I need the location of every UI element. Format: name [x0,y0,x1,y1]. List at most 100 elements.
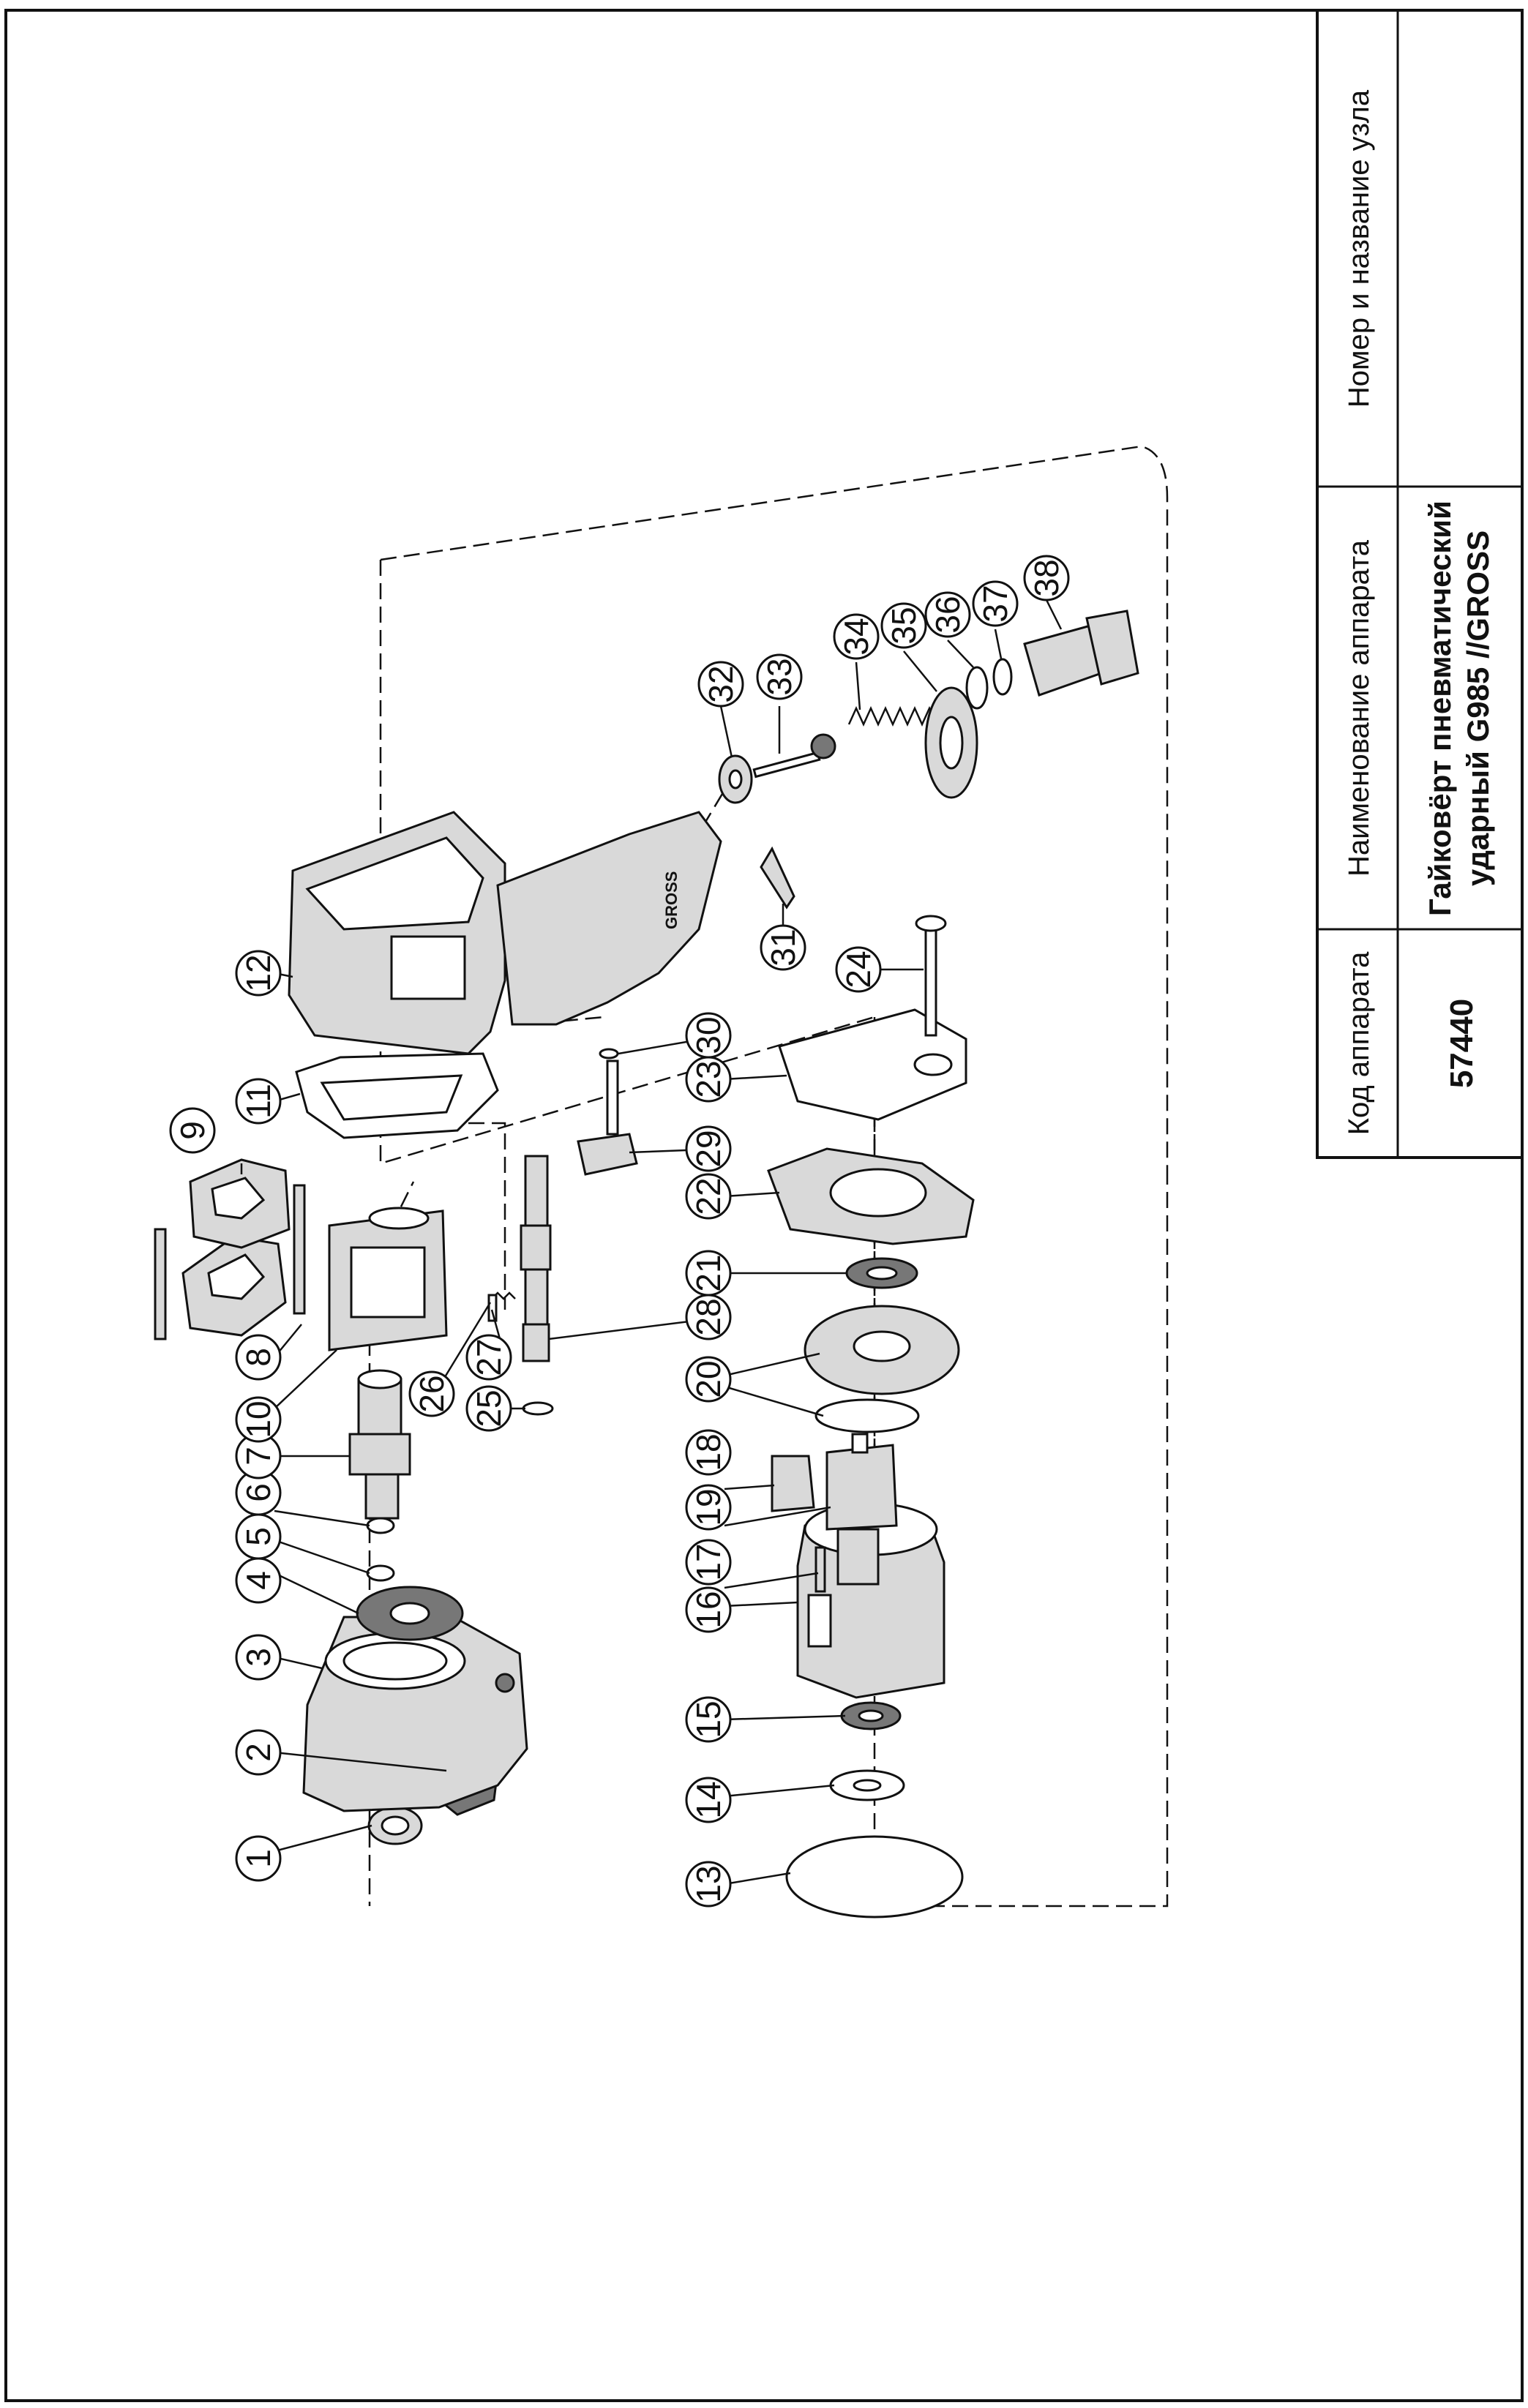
svg-text:5: 5 [239,1527,277,1546]
part-24-bolt [915,915,947,1037]
part-22-rear-gasket [767,1147,975,1245]
svg-text:35: 35 [885,607,923,644]
svg-text:14: 14 [689,1781,727,1818]
part-9-hammer [189,1158,291,1249]
part-12-motor-housing-handle: GROSS [288,811,722,1055]
part-37-oring [992,658,1013,696]
part-27-valve-stem [487,1294,498,1322]
part-28-reverse-valve [520,1155,552,1362]
callout-8: 8 [235,1334,282,1381]
callout-6: 6 [235,1469,282,1516]
part-3-front-housing [302,1616,528,1812]
svg-text:13: 13 [689,1865,727,1902]
part-30-oring [599,1048,619,1059]
svg-text:19: 19 [689,1488,727,1526]
svg-text:29: 29 [689,1130,727,1167]
svg-text:21: 21 [689,1254,727,1291]
part-10-hammer-cage [328,1207,448,1351]
callout-36: 36 [924,591,971,638]
title-col1-header: Код аппарата [1343,951,1375,1135]
sheet-border [4,9,1524,2402]
part-17-pin [814,1546,826,1593]
svg-text:28: 28 [689,1298,727,1335]
part-32-bushing [718,754,753,804]
callout-20: 20 [685,1356,732,1403]
part-33-valve-pin [752,751,821,779]
part-1-bushing [367,1806,423,1845]
callout-7: 7 [235,1433,282,1479]
callout-26: 26 [408,1370,455,1417]
svg-text:4: 4 [239,1571,277,1590]
callout-13: 13 [685,1861,732,1908]
svg-text:17: 17 [689,1543,727,1580]
svg-text:9: 9 [173,1121,211,1140]
part-11-gasket [295,1052,499,1139]
part-15-bearing [840,1701,902,1730]
svg-text:36: 36 [929,596,967,633]
part-20-end-plate [804,1305,960,1433]
callout-37: 37 [972,580,1019,627]
callout-21: 21 [685,1250,732,1297]
title-col3-header: Номер и название узла [1343,89,1375,408]
svg-text:26: 26 [413,1375,451,1412]
callout-33: 33 [756,653,803,700]
part-8-hammer [181,1235,287,1337]
title-col2-value-line2: ударный G985 //GROSS [1461,530,1495,886]
part-5-washer [366,1564,395,1582]
part-36-oring [965,666,989,710]
svg-text:31: 31 [764,929,802,966]
part-6-oring [366,1517,395,1534]
callout-14: 14 [685,1777,732,1823]
callout-24: 24 [835,946,882,993]
part-31-label-plate [760,846,795,909]
svg-text:23: 23 [689,1060,727,1098]
callout-34: 34 [833,613,880,660]
part-18-blade [771,1455,815,1512]
svg-text:3: 3 [239,1648,277,1667]
callout-16: 16 [685,1586,732,1633]
part-13-oring [785,1835,964,1918]
title-col2-value-line1: Гайковёрт пневматический [1423,500,1457,916]
svg-text:24: 24 [839,950,877,988]
svg-text:12: 12 [239,954,277,991]
title-col2-header: Наименование аппарата [1343,539,1375,877]
callout-29: 29 [685,1125,732,1172]
svg-text:1: 1 [239,1849,277,1868]
svg-text:38: 38 [1027,559,1066,596]
callout-38: 38 [1023,555,1070,601]
part-25-washer [522,1401,554,1416]
callout-22: 22 [685,1173,732,1220]
svg-text:6: 6 [239,1483,277,1502]
part-7-anvil [348,1369,411,1520]
svg-text:8: 8 [239,1348,277,1367]
part-38-air-inlet [1023,609,1139,697]
title-col1-value: 57440 [1444,999,1480,1088]
callout-27: 27 [465,1334,512,1381]
callout-28: 28 [685,1294,732,1340]
callout-4: 4 [235,1557,282,1604]
title-block: Код аппарата 57440 Наименование аппарата… [1316,9,1524,1159]
callout-18: 18 [685,1429,732,1476]
svg-text:22: 22 [689,1177,727,1215]
svg-text:33: 33 [760,658,798,695]
svg-text:2: 2 [239,1743,277,1762]
svg-text:18: 18 [689,1433,727,1471]
part-pins-8-9 [154,1184,306,1340]
callout-15: 15 [685,1696,732,1743]
callout-17: 17 [685,1539,732,1586]
callout-23: 23 [685,1056,732,1103]
svg-text:7: 7 [239,1447,277,1466]
svg-text:15: 15 [689,1700,727,1738]
callout-5: 5 [235,1513,282,1560]
callout-12: 12 [235,950,282,997]
callout-2: 2 [235,1729,282,1776]
svg-text:16: 16 [689,1591,727,1628]
callout-9: 9 [169,1107,216,1154]
handle-brand-label: GROSS [662,871,681,929]
callout-31: 31 [760,924,806,971]
svg-text:30: 30 [689,1016,727,1054]
callout-19: 19 [685,1484,732,1531]
svg-text:34: 34 [837,618,875,655]
svg-text:27: 27 [470,1338,508,1376]
